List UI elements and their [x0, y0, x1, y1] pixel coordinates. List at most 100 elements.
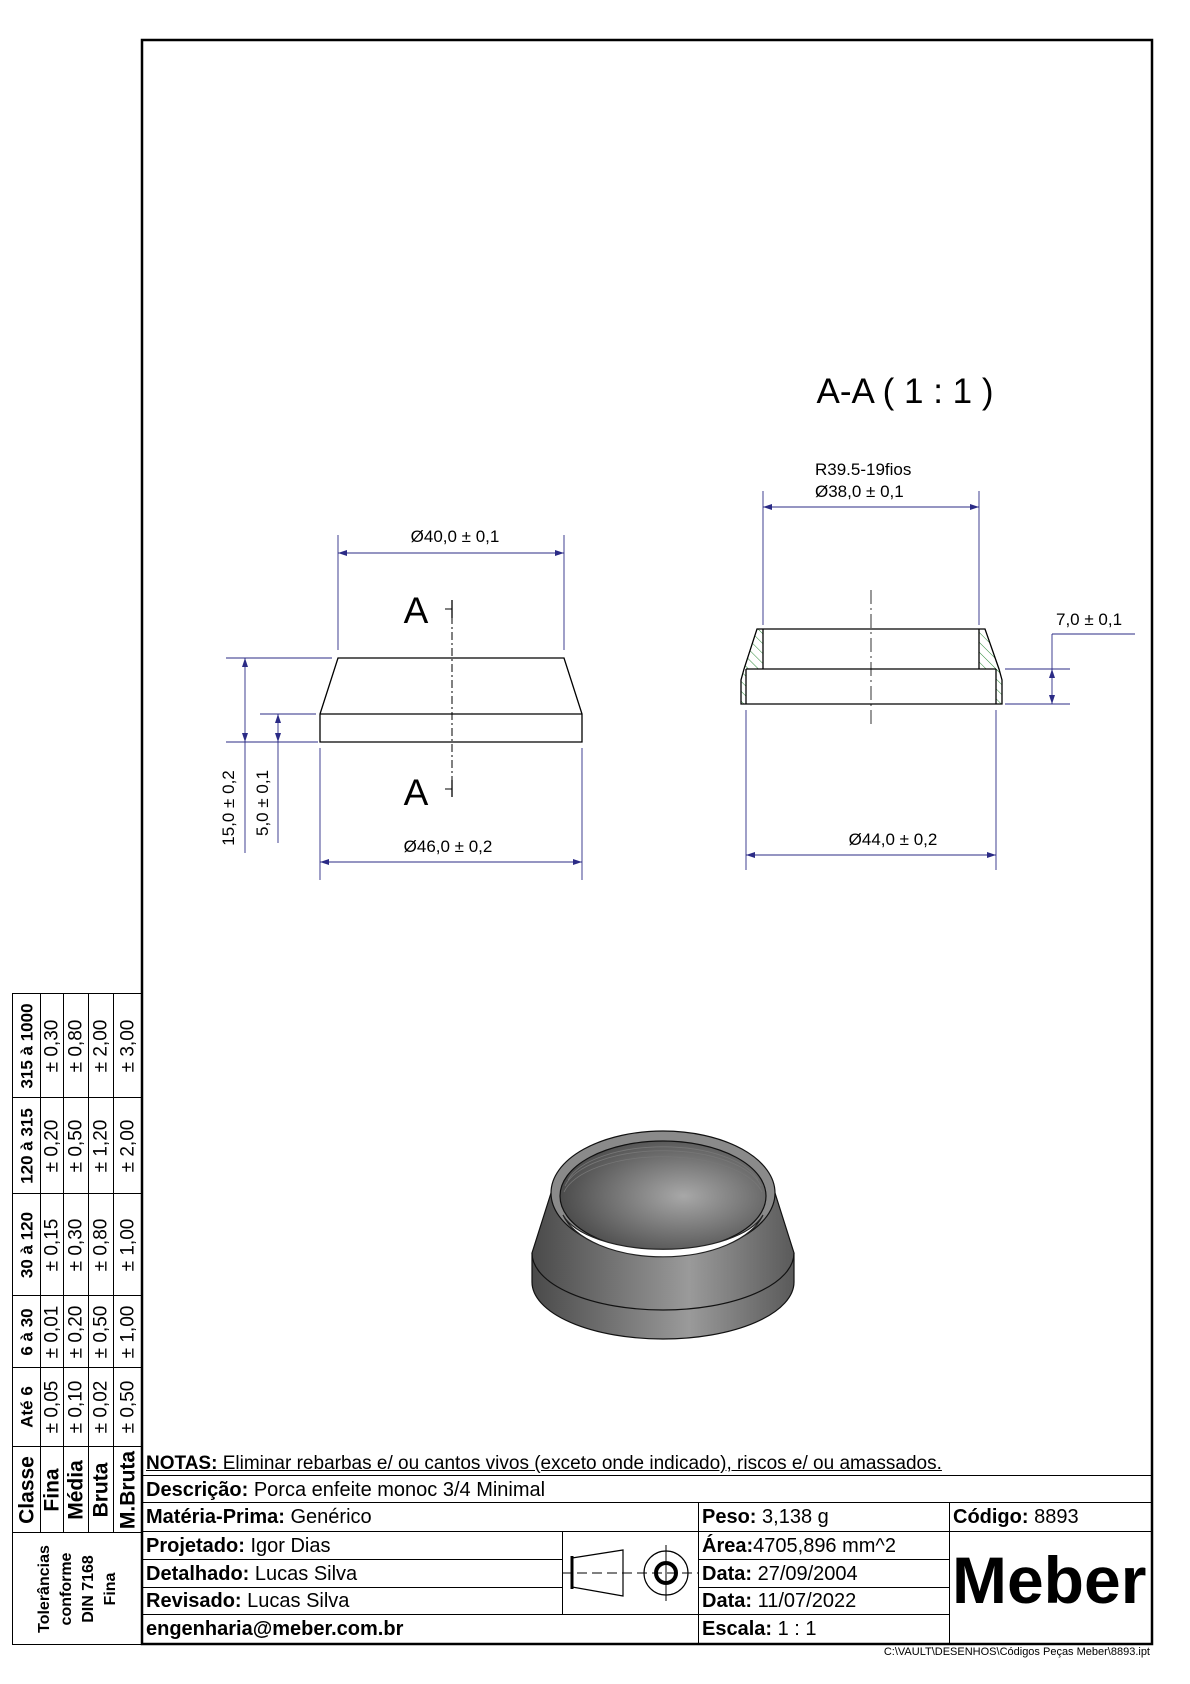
standard-line: Fina: [101, 1572, 119, 1605]
material-value: Genérico: [284, 1506, 372, 1528]
tolerance-value: ± 0,50: [63, 1097, 89, 1194]
tolerance-value: ± 0,05: [40, 1367, 64, 1447]
front-view-outline: [319, 657, 583, 743]
header-range: 30 à 120: [12, 1193, 41, 1296]
cell-text: ± 0,01: [41, 1305, 63, 1358]
divider: [698, 1587, 949, 1588]
cell-text: Classe: [15, 1455, 38, 1524]
notes-text: Eliminar rebarbas e/ ou cantos vivos (ex…: [217, 1453, 942, 1474]
detailed-label: Detalhado:: [146, 1562, 250, 1585]
revised-label: Revisado:: [146, 1590, 242, 1612]
cell-text: M.Bruta: [116, 1450, 140, 1529]
class-name: Fina: [40, 1446, 64, 1533]
cell-text: ± 0,50: [117, 1380, 139, 1434]
cell-text: ± 0,30: [65, 1218, 87, 1271]
divider: [698, 1614, 949, 1615]
notes: NOTAS: Eliminar rebarbas e/ ou cantos vi…: [143, 1452, 942, 1475]
dim-diameter-38: Ø38,0 ± 0,1: [815, 482, 904, 501]
tolerance-value: ± 0,20: [40, 1097, 64, 1194]
divider: [142, 1559, 562, 1560]
class-name: Média: [63, 1446, 89, 1533]
header-range: 6 à 30: [12, 1295, 41, 1368]
tolerance-value: ± 0,50: [113, 1367, 143, 1447]
cell-text: ± 0,80: [65, 1019, 87, 1072]
cell-text: ± 0,80: [90, 1218, 112, 1271]
section-label-top: A: [404, 590, 429, 631]
tolerance-value: ± 0,30: [40, 993, 64, 1098]
date2-value: 11/07/2022: [752, 1590, 857, 1612]
cell-text: ± 0,50: [90, 1305, 112, 1358]
cell-text: 30 à 120: [17, 1211, 36, 1278]
dim-height-5: 5,0 ± 0,1: [253, 770, 272, 836]
scale: Escala: 1 : 1: [699, 1615, 817, 1643]
tolerance-value: ± 3,00: [113, 993, 143, 1098]
cell-text: ± 0,05: [41, 1380, 63, 1434]
tolerance-value: ± 2,00: [88, 993, 114, 1098]
date1-label: Data:: [702, 1562, 753, 1585]
tolerance-value: ± 0,30: [63, 1193, 89, 1296]
date1-value: 27/09/2004: [752, 1562, 858, 1585]
divider: [142, 1502, 1152, 1503]
dim-diameter-40: Ø40,0 ± 0,1: [411, 527, 500, 546]
material-label: Matéria-Prima:: [146, 1506, 285, 1528]
dim-height-15: 15,0 ± 0,2: [219, 770, 238, 846]
tolerance-value: ± 0,02: [88, 1367, 114, 1447]
cell-text: Bruta: [89, 1462, 113, 1517]
revision-date: Data: 11/07/2022: [699, 1588, 856, 1614]
detailed-value: Lucas Silva: [249, 1562, 358, 1585]
tolerance-value: ± 0,50: [88, 1295, 114, 1368]
tolerance-value: ± 0,15: [40, 1193, 64, 1296]
cell-text: ± 0,10: [65, 1380, 87, 1434]
code: Código: 8893: [950, 1503, 1079, 1531]
cell-text: ± 1,00: [117, 1218, 139, 1271]
header-range: Até 6: [12, 1367, 41, 1447]
scale-value: 1 : 1: [772, 1618, 817, 1640]
creation-date: Data: 27/09/2004: [699, 1560, 858, 1587]
weight-value: 3,138 g: [756, 1506, 829, 1528]
section-view: A-A ( 1 : 1 ) R39.5-1: [740, 372, 1135, 870]
description: Descrição: Porca enfeite monoc 3/4 Minim…: [143, 1477, 545, 1502]
dim-height-7: 7,0 ± 0,1: [1056, 610, 1122, 629]
code-label: Código:: [953, 1506, 1029, 1528]
tolerance-value: ± 2,00: [113, 1097, 143, 1194]
isometric-render: [531, 1130, 795, 1340]
header-range: 315 à 1000: [12, 993, 41, 1098]
tolerance-value: ± 0,10: [63, 1367, 89, 1447]
cell-text: Até 6: [17, 1386, 36, 1428]
tolerance-value: ± 0,01: [40, 1295, 64, 1368]
cell-text: ± 0,02: [90, 1380, 112, 1434]
section-label-bottom: A: [404, 772, 429, 813]
dim-thread-spec: R39.5-19fios: [815, 460, 911, 479]
weight-label: Peso:: [702, 1506, 757, 1528]
section-outline: [740, 628, 1003, 705]
cell-text: ± 0,15: [41, 1218, 63, 1271]
cell-text: Fina: [40, 1467, 64, 1512]
tolerance-value: ± 1,00: [113, 1193, 143, 1296]
divider: [562, 1531, 563, 1614]
cell-text: ± 3,00: [117, 1019, 139, 1072]
cell-text: ± 0,50: [65, 1119, 87, 1172]
designed-value: Igor Dias: [244, 1534, 331, 1557]
dim-diameter-46: Ø46,0 ± 0,2: [404, 837, 493, 856]
cell-text: 315 à 1000: [17, 1002, 36, 1089]
front-view: A A Ø40,0 ± 0,1 Ø46,0 ± 0,2 15,0 ± 0,2 5…: [219, 527, 583, 880]
standard-line: Tolerâncias: [35, 1544, 53, 1633]
cell-text: 120 à 315: [17, 1107, 36, 1184]
cell-text: 6 à 30: [17, 1307, 36, 1356]
divider: [142, 1614, 698, 1615]
weight: Peso: 3,138 g: [699, 1503, 829, 1531]
standard-line: DIN 7168: [79, 1554, 97, 1623]
dim-diameter-44: Ø44,0 ± 0,2: [849, 830, 938, 849]
code-value: 8893: [1028, 1506, 1079, 1528]
divider: [142, 1587, 562, 1588]
notes-label: NOTAS:: [146, 1453, 218, 1474]
tolerance-value: ± 0,20: [63, 1295, 89, 1368]
scale-label: Escala:: [702, 1618, 773, 1640]
cell-text: Média: [64, 1459, 88, 1520]
designed-by: Projetado: Igor Dias: [143, 1532, 331, 1559]
revised-value: Lucas Silva: [241, 1590, 350, 1612]
company-logo: Meber: [952, 1543, 1147, 1617]
hatch-regions: [741, 629, 1002, 704]
header-classe: Classe: [12, 1446, 41, 1533]
